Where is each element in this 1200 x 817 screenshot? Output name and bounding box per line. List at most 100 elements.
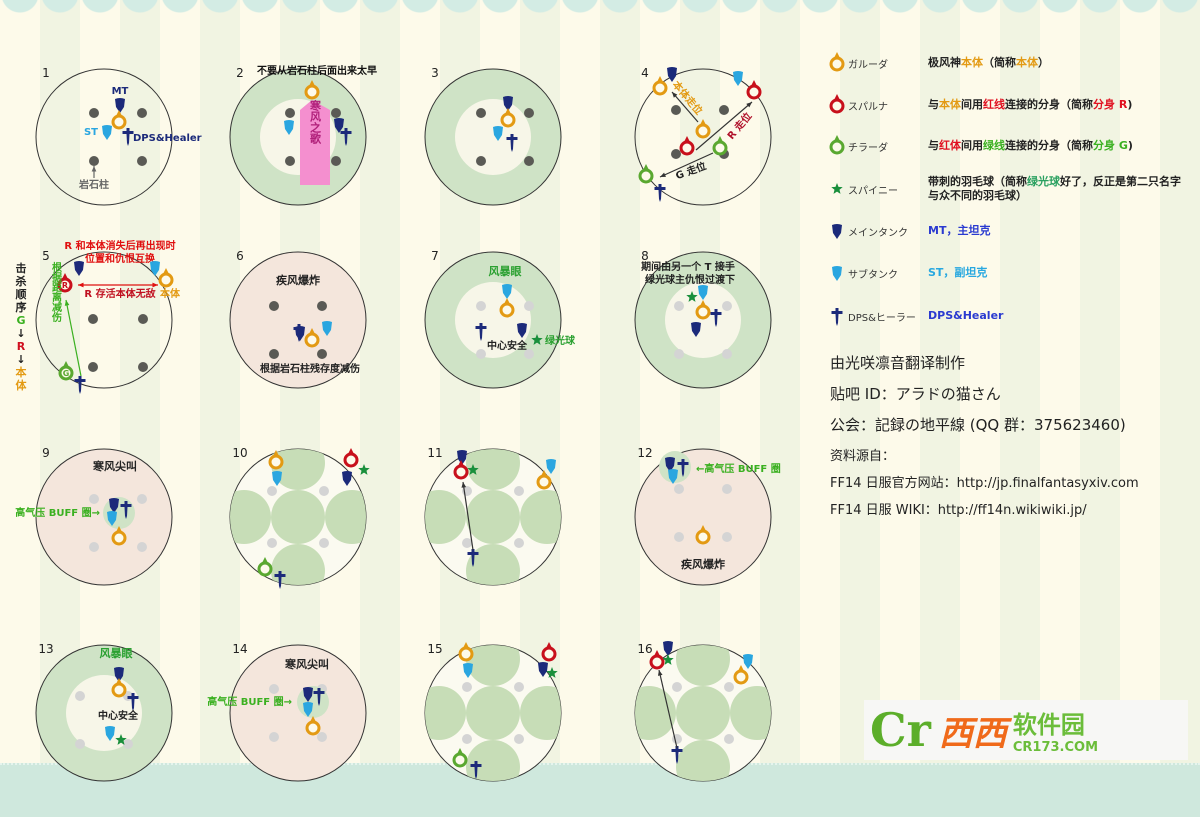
step-number: 5 [42, 249, 50, 263]
wind-aoe-cross [635, 645, 771, 781]
arena-circle [229, 644, 367, 782]
spiny-orb-star-icon [115, 734, 127, 745]
diagram-label: 疾风爆炸 [276, 273, 320, 287]
rock-pillar-icon [269, 349, 279, 359]
g-move-arrow [659, 152, 714, 178]
chirada-icon [452, 748, 468, 768]
legend-jp-name: チラーダ [848, 142, 888, 154]
dps-healer-icon [710, 309, 722, 327]
garuda-icon [158, 268, 174, 288]
legend-description-part: DPS&Healer [928, 309, 1004, 322]
step-number: 15 [427, 642, 442, 656]
main-tank-icon [342, 471, 352, 486]
garuda-icon [111, 526, 127, 546]
kill-order-char: 杀 [16, 274, 27, 288]
spiny-star-icon [826, 174, 848, 205]
garuda-icon [458, 642, 474, 662]
main-tank-icon [303, 687, 313, 702]
rock-pillar-icon [722, 349, 732, 359]
suparna-icon [649, 650, 665, 670]
step-number: 10 [232, 446, 247, 460]
rock-pillar-icon [137, 494, 147, 504]
main-tank-icon [663, 641, 673, 656]
rock-pillar-icon [89, 156, 99, 166]
diagram-label: 中心安全 [98, 709, 139, 722]
aoe-circle [520, 686, 561, 740]
safe-zone [455, 99, 531, 175]
legend-row: スパルナ 与本体间用红线连接的分身（简称分身 R) [826, 90, 1132, 120]
logo-text: 软件园 CR173.COM [1013, 705, 1098, 755]
diagram-label: 寒风尖叫 [92, 459, 137, 473]
source-official-site[interactable]: FF14 日服官方网站：http://jp.finalfantasyxiv.co… [830, 476, 1139, 491]
dps-healer-icon [293, 324, 305, 342]
pillar-pointer [91, 166, 97, 178]
diagram-label: 不要从岩石柱后面出来太早 [257, 64, 377, 77]
rock-pillar-icon [319, 538, 329, 548]
sub-tank-icon [502, 284, 512, 299]
dps-healer-icon [506, 134, 518, 152]
step-number: 1 [42, 66, 50, 80]
diagram-label: 期间由另一个 T 接手 [641, 260, 735, 273]
main-tank-icon [538, 662, 548, 677]
swap-arrow [78, 282, 158, 288]
kill-order-char: 击 [16, 261, 27, 275]
sub-tank-icon [107, 511, 117, 526]
legend-jp-name: スパルナ [848, 101, 888, 113]
rock-pillar-icon [674, 301, 684, 311]
translator-credit: 由光咲凛音翻译制作 [830, 354, 966, 372]
chirada-icon [826, 131, 848, 162]
rock-pillar-icon [317, 732, 327, 742]
rock-pillar-icon [724, 682, 734, 692]
main-tank-icon [74, 261, 84, 276]
diagram-label: 高气压 BUFF 圈→ [207, 695, 292, 708]
rock-pillar-icon [514, 486, 524, 496]
rock-pillar-icon [671, 105, 681, 115]
svg-text:R: R [62, 281, 68, 290]
rock-pillar-icon [269, 301, 279, 311]
source-wiki[interactable]: FF14 日服 WIKI：http://ff14n.wikiwiki.jp/ [830, 503, 1087, 518]
sub-tank-icon [102, 125, 112, 140]
sub-tank-icon [322, 321, 332, 336]
attack-name: 寒风之歌 [309, 99, 323, 145]
diagram-label: 位置和仇恨互换 [85, 252, 156, 265]
spiny-orb-star-icon [546, 667, 558, 678]
garuda-icon [304, 328, 320, 348]
garuda-label: 本体 [160, 287, 181, 300]
sub-tank-icon [284, 120, 294, 135]
cr173-logo[interactable]: Cr 西西 软件园 CR173.COM [864, 700, 1188, 760]
step-number: 13 [38, 642, 53, 656]
sub-tank-icon [463, 663, 473, 678]
arena-circle [229, 251, 367, 389]
rock-pillar-icon [672, 682, 682, 692]
spiny-orb-star-icon [686, 291, 698, 302]
aoe-circle [466, 645, 520, 686]
distance-note: 根据距离减伤 [50, 261, 63, 323]
legend-description-part: ） [1038, 56, 1049, 69]
tieba-id: 贴吧 ID：アラドの猫さん [830, 385, 1001, 403]
clone-marker-icon: R [57, 273, 73, 293]
main-tank-icon [109, 498, 119, 513]
rock-pillar-icon [317, 349, 327, 359]
rock-pillar-icon [674, 532, 684, 542]
legend-description-part: 本体 [961, 56, 983, 69]
legend-description-part: ) [1127, 98, 1133, 111]
rock-pillar-icon [75, 739, 85, 749]
main-tank-icon [114, 667, 124, 682]
chirada-icon [257, 557, 273, 577]
dps-healer-icon [470, 761, 482, 779]
dps-healer-icon [671, 746, 683, 764]
kill-order-char: ↓ [16, 327, 25, 340]
garuda-move-arrow [671, 91, 699, 123]
legend-description: 极风神本体（简称本体） [928, 56, 1049, 70]
dps-healer-icon [313, 688, 325, 706]
legend-description-part: 绿光球 [1027, 175, 1060, 188]
legend-description: MT，主坦克 [928, 224, 990, 238]
garuda-icon [304, 80, 320, 100]
legend-description: 与本体间用红线连接的分身（简称分身 R) [928, 98, 1132, 112]
rock-pillar-icon [462, 734, 472, 744]
chirada-icon [638, 164, 654, 184]
garuda-icon [695, 525, 711, 545]
legend-description-part: 间用 [961, 98, 983, 111]
